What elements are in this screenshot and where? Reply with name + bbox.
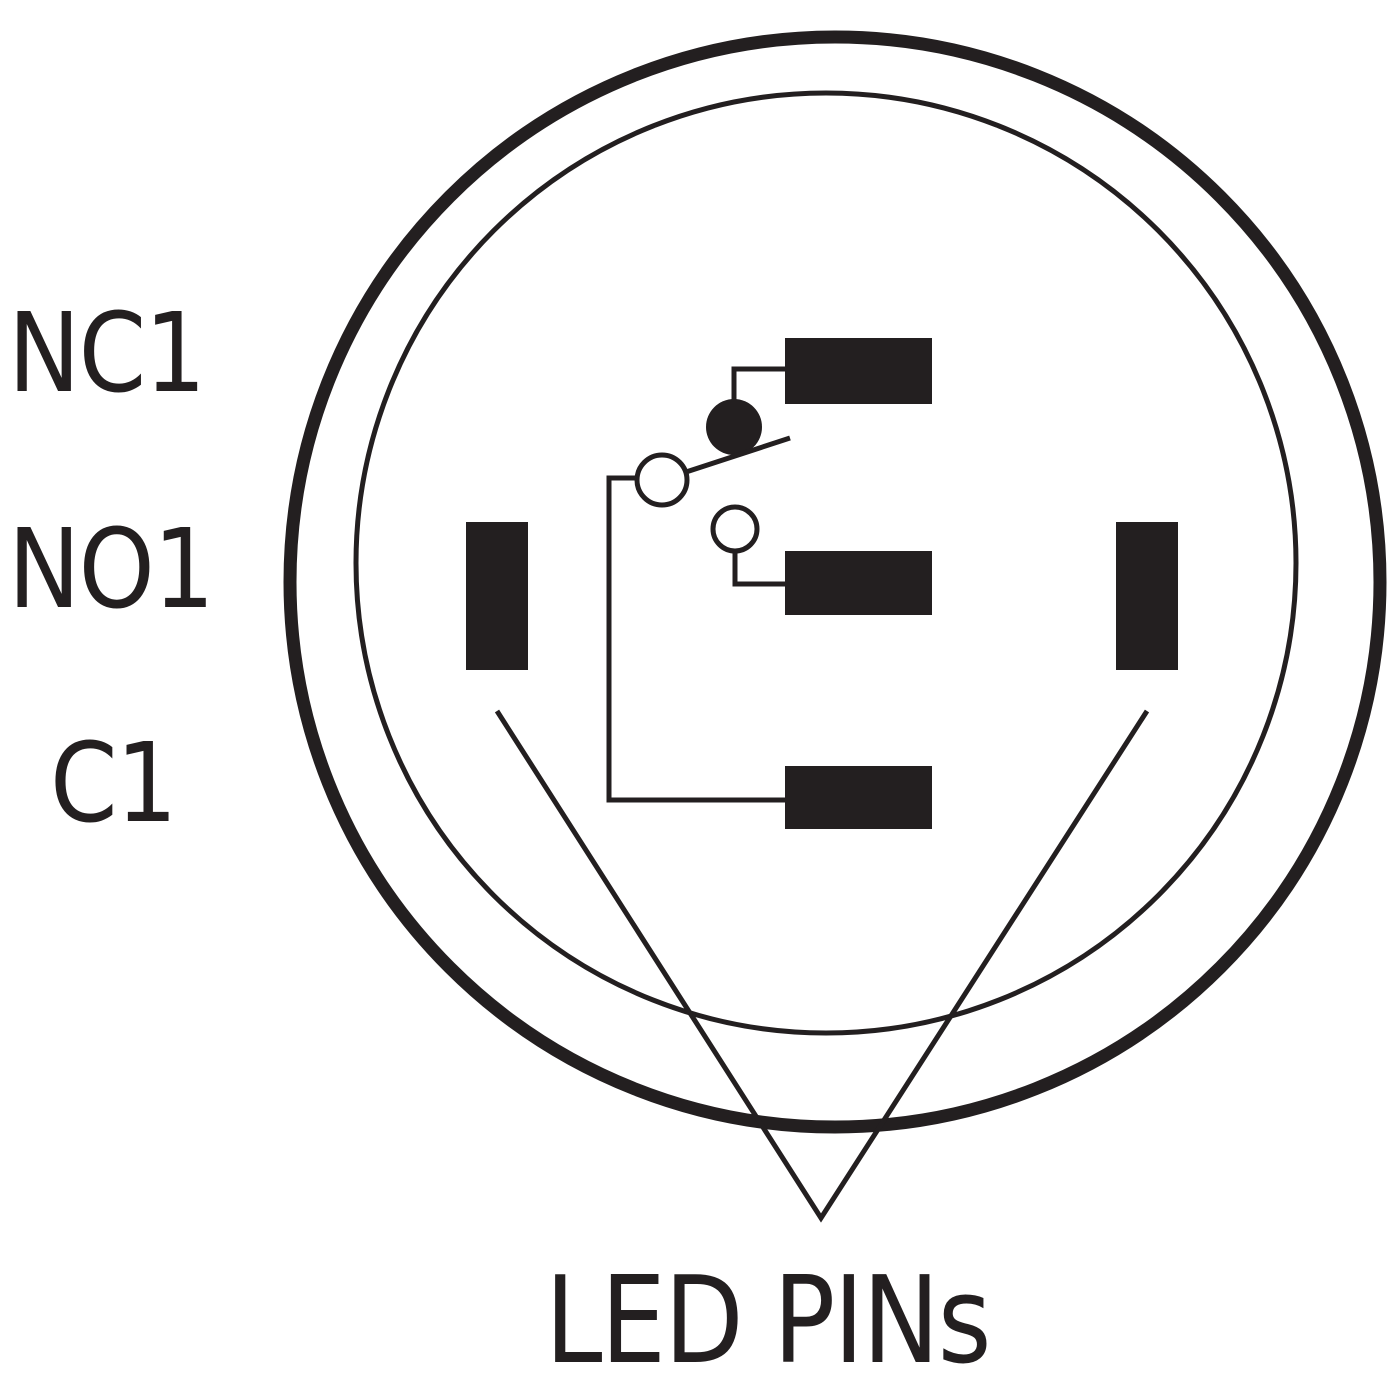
label-c1: C1	[50, 719, 177, 847]
inner-ring	[353, 90, 1299, 1036]
contact-nc1	[706, 399, 762, 455]
wire-nc1	[731, 366, 785, 412]
led-pins-caption: LED PINs	[545, 1252, 992, 1391]
outer-ring	[283, 30, 1387, 1134]
led-pin-right	[1116, 522, 1178, 670]
wire-c1	[606, 475, 785, 803]
contact-common	[634, 452, 690, 508]
switch-lever	[685, 435, 791, 475]
led-leader-lines	[494, 709, 1150, 1223]
wire-no1	[732, 551, 785, 587]
led-pin-left	[466, 522, 528, 670]
label-nc1: NC1	[8, 289, 206, 417]
terminal-no1	[785, 551, 932, 615]
terminal-c1	[785, 766, 932, 829]
contact-no1	[710, 504, 760, 554]
label-no1: NO1	[8, 505, 215, 633]
terminal-nc1	[785, 338, 932, 404]
